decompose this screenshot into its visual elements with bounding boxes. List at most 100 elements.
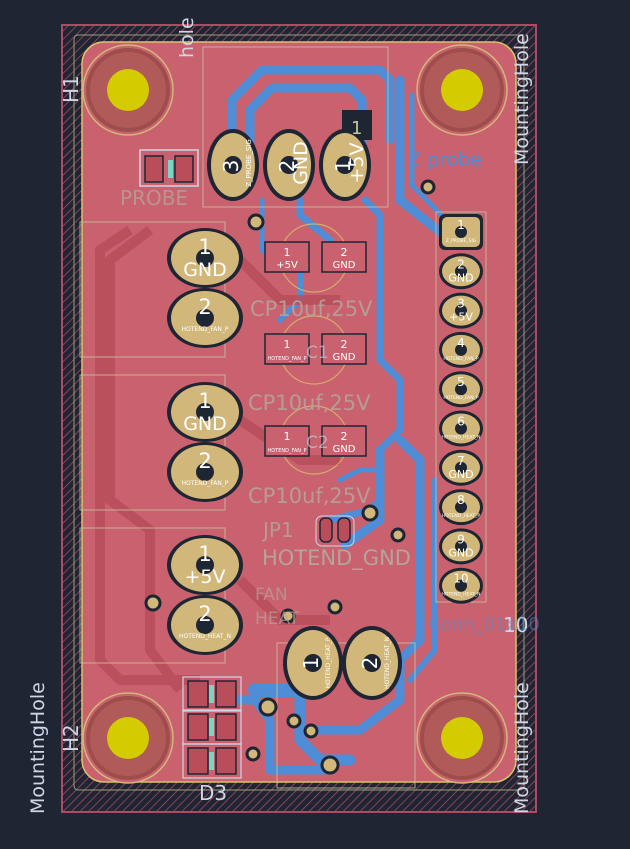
jp1-label: JP1 (261, 518, 294, 542)
probe-led-footprint (139, 149, 199, 187)
cap-pad-net: GND (333, 260, 356, 271)
bottom-terminal-net: HOTEND_HEAT_N (384, 637, 391, 689)
left-terminal-net: GND (183, 259, 227, 281)
cap-pad-number: 2 (341, 338, 348, 351)
mountinghole-label-tl-ghost: hole (176, 17, 198, 58)
probe-pad: 1+5V (319, 129, 371, 201)
probe-pad-net: GND (290, 141, 312, 185)
h1-label: H1 (59, 75, 83, 103)
connector-pad-net: HOTEND_HEAT_N (442, 435, 481, 441)
probe-pad-net: +5V (346, 142, 368, 183)
connector-pad-number: 5 (457, 375, 465, 389)
probe-pad-number: 2 (275, 160, 299, 173)
left-terminal-pad: 1+5V (167, 535, 243, 595)
connector-pad-net: Z_PROBE_SIG (446, 238, 477, 244)
bottom-terminal-number: 2 (358, 657, 382, 670)
cap-pad-net: GND (333, 444, 356, 455)
left-terminal-net: +5V (184, 566, 225, 588)
probe-pad-number: 1 (331, 160, 355, 173)
left-terminal-number: 1 (198, 389, 211, 413)
vias (144, 179, 436, 775)
cp3-label: CP10uf,25V (248, 484, 371, 508)
connector-pad-net: GND (448, 271, 473, 284)
connector-pad-number: 1 (457, 218, 465, 232)
heat-label: HEAT (255, 609, 300, 629)
left-terminal-number: 2 (198, 602, 211, 626)
edge-cuts (73, 34, 525, 791)
fan-label: FAN (255, 585, 288, 605)
left-terminal-net: GND (183, 413, 227, 435)
cap-pad-number: 2 (341, 430, 348, 443)
connector-pad-net: HOTEND_FAN_P (443, 395, 478, 401)
connector-pad-number: 10 (453, 572, 468, 586)
connector-pad-number: 3 (457, 297, 465, 311)
cap-pad-net: HOTEND_FAN_P (267, 356, 306, 362)
probe-pad-net: Z_PROBE_SIG (245, 139, 253, 187)
connector-pad-number: 4 (457, 336, 465, 350)
connector-pad-net: GND (448, 546, 473, 559)
cap-pad-net: HOTEND_FAN_P (267, 448, 306, 454)
cap-pad-number: 1 (284, 430, 291, 443)
probe-pad-number: 3 (219, 160, 243, 173)
c1-label: C1 (306, 343, 329, 363)
left-terminal-net: HOTEND_FAN_P (182, 326, 229, 333)
connector-pads: 1Z_PROBE_SIG2GND3+5V4HOTEND_FAN_P5HOTEND… (439, 214, 483, 604)
left-terminal-net: HOTEND_HEAT_N (179, 633, 231, 640)
h2-label: H2 (59, 724, 83, 752)
conn-10-label: 10 (503, 613, 528, 637)
cap-pad-number: 1 (284, 338, 291, 351)
cap-pad-number: 1 (284, 246, 291, 259)
front-traces (95, 225, 340, 693)
board-body (81, 41, 517, 783)
smd-capacitors: 1+5V2GND1HOTEND_FAN_P2GND1HOTEND_FAN_P2G… (264, 241, 367, 457)
d3-label: D3 (199, 781, 227, 805)
left-terminal-number: 2 (198, 449, 211, 473)
connector-pad-net: GND (448, 468, 473, 481)
connector-pad-net: HOTEND_HEAT_N (442, 592, 481, 598)
z-probe-label: Z probe (408, 149, 482, 171)
connector-pad-number: 6 (457, 415, 465, 429)
left-terminal-number: 1 (198, 235, 211, 259)
mounting-holes (82, 44, 508, 784)
probe-ref-label: PROBE (120, 186, 188, 210)
left-terminal-number: 1 (198, 542, 211, 566)
mountinghole-label-br: MountingHole (511, 682, 533, 814)
connector-pad-net: HOTEND_FAN_P (443, 356, 478, 362)
connector-pad-number: 7 (457, 454, 465, 468)
hotend-gnd-label: HOTEND_GND (262, 546, 411, 571)
pin1-marker-label: 1 (351, 118, 362, 139)
mountinghole-label-bl: MountingHole (27, 682, 49, 814)
cap-pad-net: +5V (276, 260, 298, 271)
conn-type-label: Conn_01x10 (428, 614, 540, 635)
bottom-terminal-net: HOTEND_HEAT_P (325, 637, 332, 688)
left-terminal-number: 2 (198, 295, 211, 319)
connector-pad-number: 8 (457, 493, 465, 507)
cap-pad-net: GND (333, 352, 356, 363)
connector-pad: 3+5V (439, 292, 483, 329)
cp1-label: CP10uf,25V (250, 297, 373, 321)
connector-pad-number: 2 (457, 257, 465, 271)
connector-pad-number: 9 (457, 532, 465, 546)
connector-pad: 1Z_PROBE_SIG (439, 214, 483, 250)
cp2-label: CP10uf,25V (248, 391, 371, 415)
jp1-footprint (315, 515, 355, 547)
mountinghole-label-tr: MountingHole (511, 33, 533, 165)
d3-footprints (182, 676, 242, 779)
